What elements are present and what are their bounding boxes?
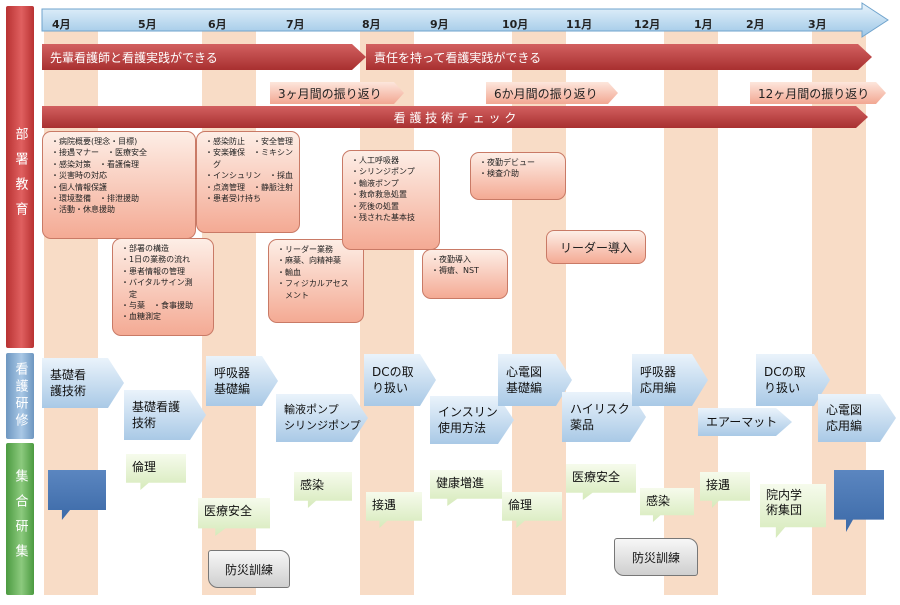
- month-label: 10月: [502, 18, 529, 31]
- topic-box-april: ・病院概要(理念・目標) ・接遇マナー ・医療安全 ・感染対策 ・看護倫理 ・災…: [42, 131, 196, 239]
- disaster-drill-text: 防災訓練: [631, 550, 680, 565]
- review-3m: 3ヶ月間の振り返り: [270, 82, 404, 104]
- topic-box-sept: ・夜勤導入 ・褥瘡、NST: [422, 249, 508, 299]
- section-label-group-training: 集合研集: [6, 443, 34, 595]
- group-health-sept: 健康増進: [430, 470, 502, 506]
- training-ecg-advanced: 心電図 応用編: [818, 394, 896, 442]
- disaster-drill-text: 防災訓練: [224, 562, 273, 577]
- training-respirator-advanced: 呼吸器 応用編: [632, 354, 708, 406]
- goal-bar-text: 責任を持って看護実践ができる: [374, 50, 542, 65]
- month-label: 12月: [634, 18, 661, 31]
- section-label-text: 集合研集: [12, 469, 28, 569]
- skill-check-text: 看 護 技 術 チ ェ ッ ク: [393, 110, 517, 125]
- leader-intro-box: リーダー導入: [546, 230, 646, 264]
- section-label-text: 看護研修: [12, 362, 28, 430]
- month-label: 3月: [808, 18, 827, 31]
- goal-bar-senior: 先輩看護師と看護実践ができる: [42, 44, 366, 70]
- topic-box-may: ・部署の構造 ・1日の業務の流れ ・患者情報の管理 ・バイタルサイン測 定 ・与…: [112, 238, 214, 336]
- training-basic-nursing-2: 基礎看護 技術: [124, 390, 206, 440]
- training-respirator-basic: 呼吸器 基礎編: [206, 356, 278, 406]
- disaster-drill-2: 防災訓練: [614, 538, 698, 576]
- month-label: 6月: [208, 18, 227, 31]
- month-label: 1月: [694, 18, 713, 31]
- training-air-mattress: エアーマット: [698, 408, 792, 436]
- review-6m: 6か月間の振り返り: [486, 82, 618, 104]
- month-label: 2月: [746, 18, 765, 31]
- month-label: 9月: [430, 18, 449, 31]
- training-dc-handling-1: DCの取 り扱い: [364, 354, 436, 406]
- month-label: 5月: [138, 18, 157, 31]
- topic-box-july: ・リーダー業務 ・麻薬、向精神薬 ・輸血 ・フィジカルアセス メント: [268, 239, 364, 323]
- group-ethics-may: 倫理: [126, 454, 186, 490]
- training-dc-handling-2: DCの取 り扱い: [756, 354, 830, 406]
- training-ecg-basic: 心電図 基礎編: [498, 354, 572, 406]
- topic-box-june: ・感染防止 ・安全管理 ・安楽確保 ・ミキシン グ ・インシュリン ・採血 ・点…: [196, 131, 300, 233]
- topic-box-august: ・人工呼吸器 ・シリンジポンプ ・輸液ポンプ ・救命救急処置 ・死後の処置 ・残…: [342, 150, 440, 250]
- timeline-arrow: [41, 2, 889, 38]
- month-label: 8月: [362, 18, 381, 31]
- training-basic-nursing-1: 基礎看 護技術: [42, 358, 124, 408]
- month-label: 4月: [52, 18, 71, 31]
- group-safety-nov: 医療安全: [566, 464, 636, 500]
- training-infusion-pump: 輸液ポンプ シリンジポンプ: [276, 394, 368, 442]
- disaster-drill-1: 防災訓練: [208, 550, 290, 588]
- goal-bar-responsible: 責任を持って看護実践ができる: [366, 44, 872, 70]
- month-label: 7月: [286, 18, 305, 31]
- review-text: 12ヶ月間の振り返り: [758, 86, 870, 101]
- skill-check-bar: 看 護 技 術 チ ェ ッ ク: [42, 106, 868, 128]
- review-12m: 12ヶ月間の振り返り: [750, 82, 886, 104]
- review-text: 3ヶ月間の振り返り: [278, 86, 382, 101]
- topic-box-oct: ・夜勤デビュー ・検査介助: [470, 152, 566, 200]
- group-infection-july: 感染: [294, 472, 352, 508]
- month-label: 11月: [566, 18, 593, 31]
- review-text: 6か月間の振り返り: [494, 86, 598, 101]
- leader-intro-text: リーダー導入: [559, 240, 632, 255]
- section-label-dept-education: 部署教育: [6, 6, 34, 348]
- section-label-nursing-training: 看護研修: [6, 353, 34, 439]
- goal-bar-text: 先輩看護師と看護実践ができる: [50, 50, 218, 65]
- section-label-text: 部署教育: [12, 127, 28, 227]
